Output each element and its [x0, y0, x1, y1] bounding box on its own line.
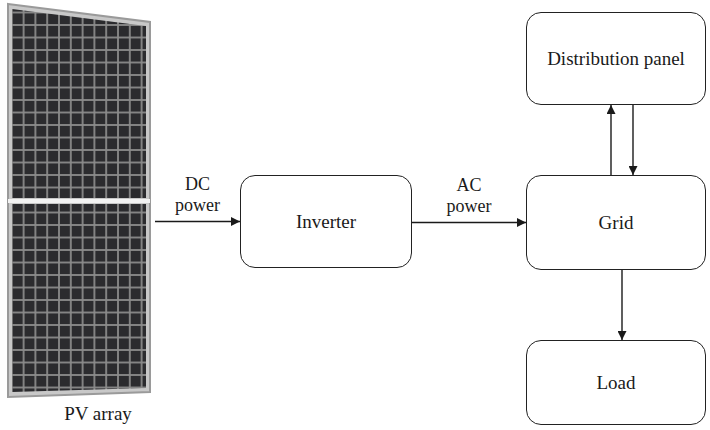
flow-arrow	[621, 270, 622, 340]
flow-arrow	[632, 105, 633, 175]
pv-array: PV array	[5, 5, 155, 427]
distribution-box: Distribution panel	[526, 12, 706, 105]
flow-arrow	[155, 221, 240, 222]
node-label: Distribution panel	[547, 48, 685, 70]
panel-cells-top	[12, 9, 146, 198]
node-label: Load	[596, 372, 635, 394]
grid-box: Grid	[526, 175, 706, 270]
panel-cells-bottom	[12, 204, 146, 392]
node-label: Grid	[599, 212, 634, 234]
panel-frame	[8, 4, 150, 397]
node-label: PV array	[64, 403, 132, 425]
flow-arrow	[610, 105, 611, 175]
load-box: Load	[526, 340, 706, 425]
node-label: Inverter	[296, 211, 356, 233]
panel-gap	[8, 199, 150, 203]
edge-label: AC power	[435, 175, 503, 216]
flow-arrow	[412, 222, 526, 223]
inverter-box: Inverter	[240, 175, 412, 268]
edge-label: DC power	[164, 174, 232, 215]
